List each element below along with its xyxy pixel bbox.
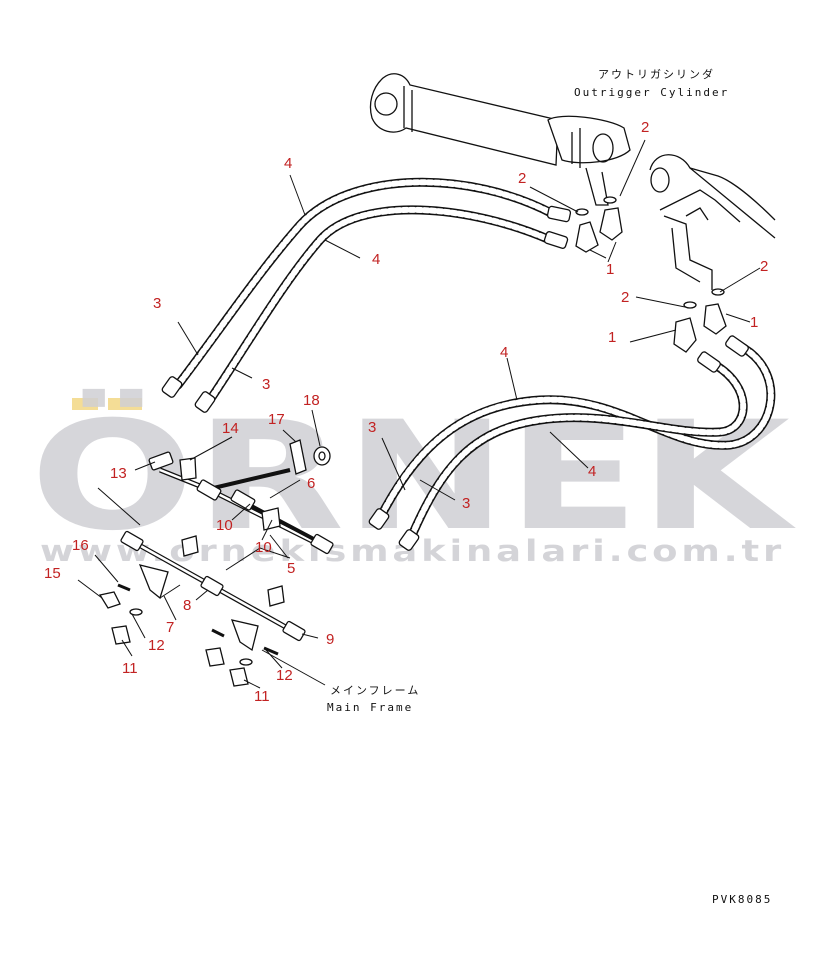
callout-11: 11 (122, 660, 138, 677)
leader-lines (77, 139, 761, 689)
callout-1: 1 (750, 314, 758, 331)
caption-mainframe-en: Main Frame (327, 701, 413, 714)
o-ring (711, 288, 725, 296)
callout-4: 4 (284, 155, 292, 172)
hose-assemblies (173, 177, 776, 545)
callout-10: 10 (255, 539, 272, 556)
callout-4: 4 (500, 344, 508, 361)
callout-3: 3 (153, 295, 161, 312)
callout-16: 16 (72, 537, 89, 554)
caption-outrigger-en: Outrigger Cylinder (574, 86, 729, 99)
callout-6: 6 (307, 475, 315, 492)
callout-2: 2 (621, 289, 629, 306)
callout-4: 4 (372, 251, 380, 268)
callout-2: 2 (760, 258, 768, 275)
callout-13: 13 (110, 465, 127, 482)
o-ring (683, 301, 697, 309)
watermark-accent-right (108, 398, 142, 410)
callout-8: 8 (183, 597, 191, 614)
callout-3: 3 (462, 495, 470, 512)
o-ring (603, 196, 617, 204)
elbow-fittings (575, 196, 727, 353)
callout-18: 18 (303, 392, 320, 409)
callout-2: 2 (641, 119, 649, 136)
caption-mainframe-jp: メインフレーム (330, 684, 420, 697)
callout-12: 12 (276, 667, 293, 684)
callout-5: 5 (287, 560, 295, 577)
callout-3: 3 (262, 376, 270, 393)
hose-4-upper-inner (205, 205, 555, 405)
watermark-accent-left (72, 398, 98, 410)
callout-7: 7 (166, 619, 174, 636)
callout-9: 9 (326, 631, 334, 648)
callout-12: 12 (148, 637, 165, 654)
outrigger-cylinder-upper (369, 73, 631, 206)
callout-2: 2 (518, 170, 526, 187)
hose-fittings (161, 205, 749, 551)
callout-4: 4 (588, 463, 596, 480)
captions: アウトリガシリンダ Outrigger Cylinder メインフレーム Mai… (327, 67, 772, 906)
callout-1: 1 (606, 261, 614, 278)
main-frame-piping (98, 439, 334, 687)
callout-numbers: 4 4 4 4 3 3 3 3 2 2 2 2 1 1 1 18 17 14 1… (44, 119, 768, 705)
outrigger-cylinder-right (649, 154, 776, 290)
callout-1: 1 (608, 329, 616, 346)
caption-outrigger-jp: アウトリガシリンダ (598, 67, 715, 81)
callout-14: 14 (222, 420, 239, 437)
drawing-code: PVK8085 (712, 893, 772, 906)
callout-17: 17 (268, 411, 285, 428)
callout-10: 10 (216, 517, 233, 534)
o-ring (575, 208, 589, 216)
callout-15: 15 (44, 565, 61, 582)
callout-3: 3 (368, 419, 376, 436)
callout-11: 11 (254, 688, 270, 705)
